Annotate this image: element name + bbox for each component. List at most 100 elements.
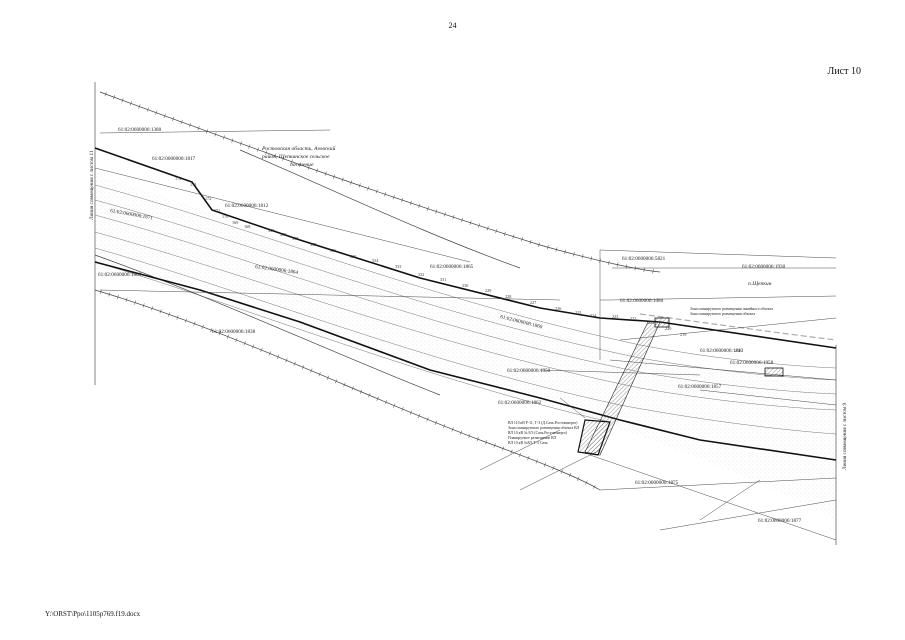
fence-tick xyxy=(461,217,463,223)
fence-tick xyxy=(392,195,395,200)
fence-tick xyxy=(142,303,145,308)
fence-tick xyxy=(368,393,371,398)
point-number: 336 xyxy=(330,248,336,253)
fence-tick xyxy=(248,144,251,149)
fence-tick xyxy=(375,189,378,194)
fence-tick xyxy=(459,430,462,435)
fence-tick xyxy=(193,321,196,326)
parcel-label: 61:02:0600006:1380 xyxy=(118,127,162,133)
fence-tick xyxy=(577,476,580,481)
fence-tick xyxy=(335,379,338,384)
bold-boundaries xyxy=(94,147,837,461)
fence-tick xyxy=(282,156,285,161)
fence-tick xyxy=(581,254,584,259)
fence-tick xyxy=(384,400,388,405)
fence-tick xyxy=(350,180,353,185)
fence-tick xyxy=(469,220,472,225)
zone-note: ВЛ 10 кВ № 8/3 (Сачь.Ростовэнерго) xyxy=(508,431,568,435)
fence-tick xyxy=(426,206,429,211)
parcel-label: 61:02:0600006:1857 xyxy=(678,384,722,390)
parcel-label: 61:02:0600006:1865 xyxy=(430,264,474,270)
fence-tick xyxy=(486,226,489,231)
fence-tick xyxy=(243,341,246,346)
fence-tick xyxy=(151,306,154,311)
fence-tick xyxy=(197,126,200,131)
fence-tick xyxy=(452,215,455,220)
point-number: 172 xyxy=(205,196,211,201)
fence-tick xyxy=(585,480,588,485)
point-number: 222 xyxy=(630,316,636,321)
point-number: 218 xyxy=(735,348,741,353)
structure-box-2 xyxy=(764,367,784,377)
fence-tick xyxy=(451,427,454,432)
parcel-label: 61:02:0600006:5821 xyxy=(622,256,666,262)
fence-tick xyxy=(290,159,293,164)
fence-tick xyxy=(222,135,225,140)
fence-tick xyxy=(189,122,192,128)
zone-note: Зона планируемого размещения линейного о… xyxy=(690,307,773,311)
fence-tick xyxy=(310,368,313,373)
fence-tick xyxy=(343,382,346,387)
fence-tick xyxy=(239,141,242,146)
fence-tick xyxy=(564,249,566,255)
fence-tick xyxy=(341,177,344,182)
fence-tick xyxy=(214,132,217,137)
fence-tick xyxy=(316,168,319,173)
fence-tick xyxy=(503,231,506,237)
fence-tick xyxy=(409,200,412,206)
fence-tick xyxy=(285,358,288,363)
settlement-label: п.Щепкин xyxy=(748,281,772,287)
fence-tick xyxy=(560,469,563,474)
point-number: 339 xyxy=(280,232,286,237)
fence-tick xyxy=(307,165,310,170)
point-number: 338 xyxy=(292,236,298,241)
fence-tick xyxy=(184,318,187,323)
zone-note: Зона планируемого размещения объекта ВЛ xyxy=(508,426,580,430)
fence-tick xyxy=(231,138,234,143)
point-number: 168 xyxy=(244,224,250,229)
point-number: 174 xyxy=(175,176,182,181)
fence-tick xyxy=(277,354,280,360)
fence-tick xyxy=(351,386,354,391)
point-number: 169 xyxy=(232,220,238,225)
sheet-title: Лист 10 xyxy=(827,66,861,77)
fence-tick xyxy=(125,297,128,302)
fence-tick xyxy=(121,98,124,103)
fence-ticks xyxy=(99,91,654,489)
terrain-band xyxy=(95,175,836,520)
point-number: 171 xyxy=(214,208,220,213)
fence-tick xyxy=(324,171,327,176)
fence-tick xyxy=(443,212,446,217)
fence-tick xyxy=(529,239,532,245)
fence-tick xyxy=(418,203,421,208)
fence-tick xyxy=(155,110,158,115)
left-boundary-label: Линия совмещения с листом 11 xyxy=(89,150,95,220)
fence-tick xyxy=(235,337,238,343)
structure-box xyxy=(654,317,670,328)
fence-tick xyxy=(359,389,363,394)
fence-tick xyxy=(555,247,558,252)
point-number: 224 xyxy=(590,313,597,318)
corridor-lines xyxy=(94,184,837,435)
fence-tick xyxy=(301,365,305,370)
fence-tick xyxy=(521,237,523,242)
zone-notes: Зона планируемого размещения линейного о… xyxy=(508,307,773,445)
fence-tick xyxy=(485,440,488,445)
fence-tick xyxy=(495,228,498,234)
point-number: 332 xyxy=(418,272,424,277)
fence-tick xyxy=(476,437,479,442)
fence-tick xyxy=(593,484,596,489)
file-path: Y:\ORST\Ppo\1105p769.f19.docx xyxy=(45,610,141,618)
fence-tick xyxy=(99,289,102,294)
parcel-label: 61:02:0600006:1080 xyxy=(620,298,664,304)
parcel-label: 61:02:0600006:1877 xyxy=(758,518,802,524)
fence-tick xyxy=(104,91,107,97)
point-number: 333 xyxy=(395,264,401,269)
fence-tick xyxy=(634,266,636,271)
point-number: 335 xyxy=(350,254,356,259)
fence-tick xyxy=(573,252,575,257)
zone-note: Планируемое размещение ВЛ xyxy=(508,436,557,440)
fence-tick xyxy=(108,292,111,297)
fence-tick xyxy=(401,197,404,203)
parcel-label: 61:02:0600006:1930 xyxy=(742,264,786,270)
